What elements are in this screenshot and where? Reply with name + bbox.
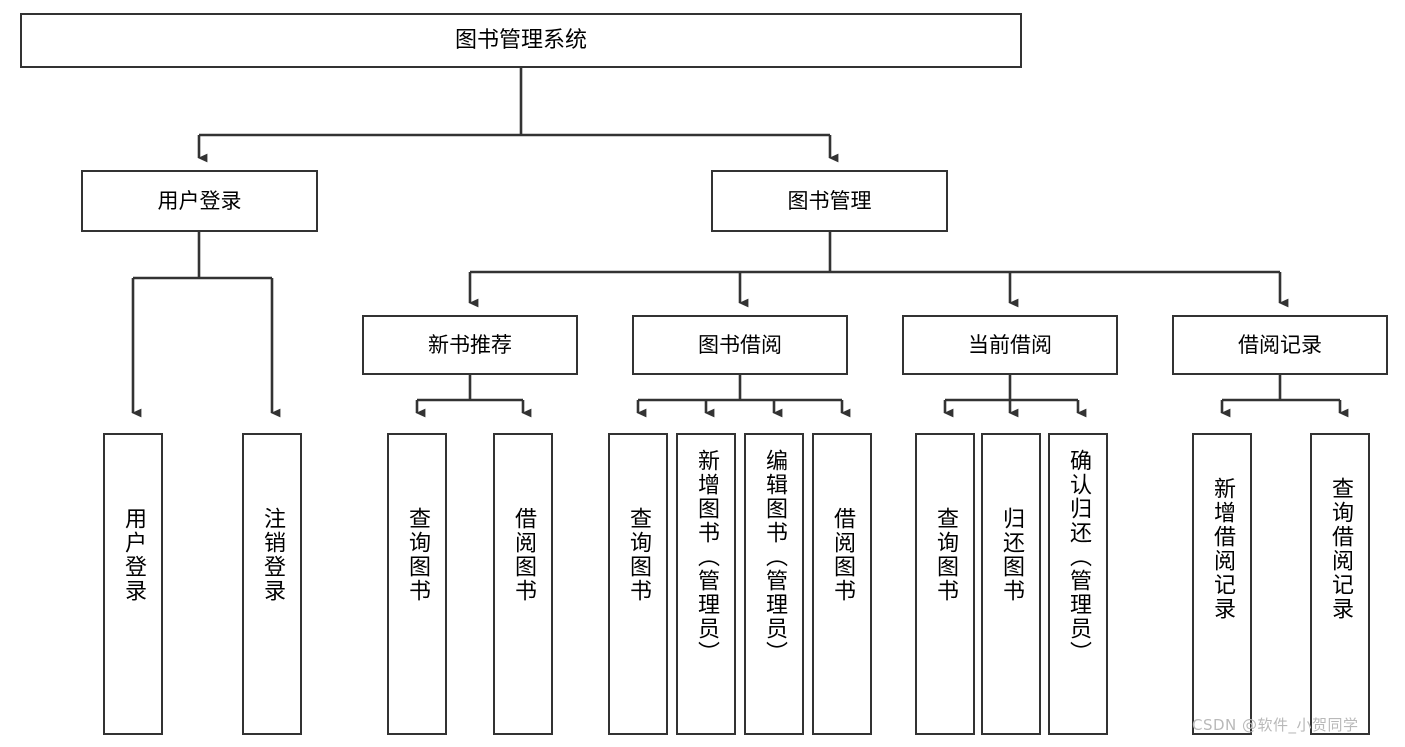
leaf-query-book-1[interactable]: 查询图书	[387, 433, 447, 735]
node-label: 新书推荐	[428, 332, 512, 357]
node-label: 查询图书	[405, 507, 430, 603]
leaf-logout-login[interactable]: 注销登录	[242, 433, 302, 735]
node-label: 用户登录	[157, 188, 242, 213]
node-label: 归还图书	[999, 507, 1024, 603]
node-label: 新增图书（管理员）	[694, 449, 719, 665]
node-label: 查询图书	[933, 507, 958, 603]
node-label: 编辑图书（管理员）	[762, 449, 787, 665]
node-label: 查询图书	[626, 507, 651, 603]
leaf-confirm-return[interactable]: 确认归还（管理员）	[1048, 433, 1108, 735]
leaf-user-login[interactable]: 用户登录	[103, 433, 163, 735]
leaf-query-book-2[interactable]: 查询图书	[608, 433, 668, 735]
leaf-query-book-3[interactable]: 查询图书	[915, 433, 975, 735]
node-new-book-recommend[interactable]: 新书推荐	[362, 315, 578, 375]
leaf-edit-book[interactable]: 编辑图书（管理员）	[744, 433, 804, 735]
node-borrow-record[interactable]: 借阅记录	[1172, 315, 1388, 375]
leaf-borrow-book-1[interactable]: 借阅图书	[493, 433, 553, 735]
node-label: 借阅图书	[511, 507, 536, 603]
node-book-borrow[interactable]: 图书借阅	[632, 315, 848, 375]
node-label: 注销登录	[260, 507, 285, 603]
node-current-borrow[interactable]: 当前借阅	[902, 315, 1118, 375]
node-label: 借阅记录	[1238, 332, 1322, 357]
leaf-return-book[interactable]: 归还图书	[981, 433, 1041, 735]
node-root-system[interactable]: 图书管理系统	[20, 13, 1022, 68]
leaf-add-book[interactable]: 新增图书（管理员）	[676, 433, 736, 735]
node-label: 确认归还（管理员）	[1066, 449, 1091, 665]
node-label: 借阅图书	[830, 507, 855, 603]
leaf-add-record[interactable]: 新增借阅记录	[1192, 433, 1252, 735]
node-label: 用户登录	[121, 507, 146, 603]
node-label: 当前借阅	[968, 332, 1052, 357]
node-label: 图书管理	[787, 188, 872, 213]
node-book-management[interactable]: 图书管理	[711, 170, 948, 232]
leaf-query-record[interactable]: 查询借阅记录	[1310, 433, 1370, 735]
node-label: 图书管理系统	[454, 27, 587, 53]
node-label: 查询借阅记录	[1328, 477, 1353, 621]
csdn-watermark: CSDN @软件_小贺同学	[1192, 716, 1359, 734]
leaf-borrow-book-2[interactable]: 借阅图书	[812, 433, 872, 735]
node-label: 新增借阅记录	[1210, 477, 1235, 621]
node-label: 图书借阅	[698, 332, 782, 357]
node-user-login[interactable]: 用户登录	[81, 170, 318, 232]
